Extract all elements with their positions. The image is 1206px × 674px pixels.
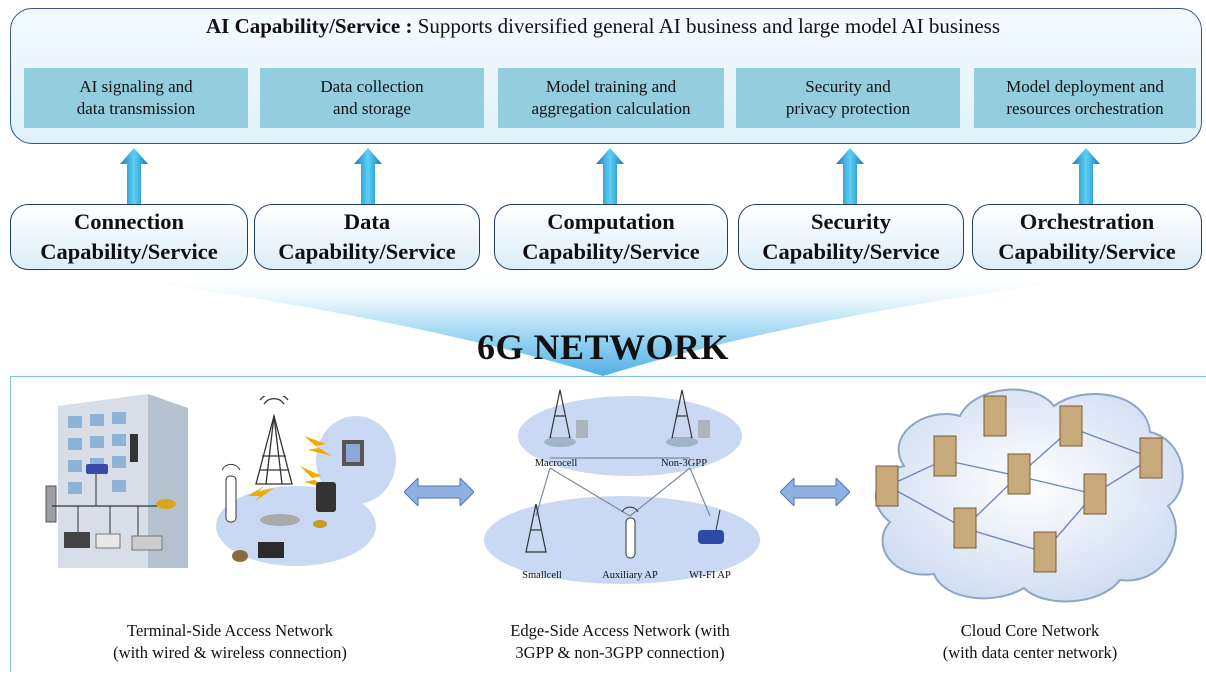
capability-connection: Connection Capability/Service	[10, 204, 248, 270]
up-arrow-security	[836, 148, 864, 204]
label-non3gpp: Non-3GPP	[660, 458, 708, 469]
label-macrocell: Macrocell	[534, 458, 578, 469]
caption-edge-network: Edge-Side Access Network (with 3GPP & no…	[510, 621, 730, 662]
building-icon	[45, 394, 188, 568]
ai-service-title-rest: Supports diversified general AI business…	[412, 14, 1000, 38]
up-arrow-connection	[120, 148, 148, 204]
ai-service-title: AI Capability/Service : Supports diversi…	[0, 14, 1206, 39]
network-frame	[10, 376, 1206, 672]
label-wifi-ap: WI-FI AP	[689, 570, 731, 581]
funnel-shape	[70, 272, 1150, 376]
label-smallcell: Smallcell	[522, 570, 562, 581]
network-title: 6G NETWORK	[476, 327, 730, 367]
up-arrow-data	[354, 148, 382, 204]
label-auxiliary-ap: Auxiliary AP	[602, 570, 658, 581]
capability-security: Security Capability/Service	[738, 204, 964, 270]
caption-cloud-network: Cloud Core Network (with data center net…	[942, 621, 1118, 662]
sub-service-model-training: Model training and aggregation calculati…	[498, 68, 724, 128]
up-arrow-orchestration	[1072, 148, 1100, 204]
caption-terminal-network: Terminal-Side Access Network (with wired…	[113, 621, 347, 662]
edge-network-diagram	[484, 389, 760, 584]
ai-service-title-bold: AI Capability/Service :	[205, 14, 413, 38]
wireless-terminal-cluster	[216, 396, 396, 566]
up-arrow-computation	[596, 148, 624, 204]
sub-service-data-collection: Data collection and storage	[260, 68, 484, 128]
capability-computation: Computation Capability/Service	[494, 204, 728, 270]
cloud-datacenter-icon	[874, 388, 1184, 603]
sub-service-model-deployment: Model deployment and resources orchestra…	[974, 68, 1196, 128]
capability-data: Data Capability/Service	[254, 204, 480, 270]
double-arrow-terminal-edge	[404, 478, 474, 506]
sub-service-security-privacy: Security and privacy protection	[736, 68, 960, 128]
double-arrow-edge-cloud	[780, 478, 850, 506]
sub-service-ai-signaling: AI signaling and data transmission	[24, 68, 248, 128]
capability-orchestration: Orchestration Capability/Service	[972, 204, 1202, 270]
